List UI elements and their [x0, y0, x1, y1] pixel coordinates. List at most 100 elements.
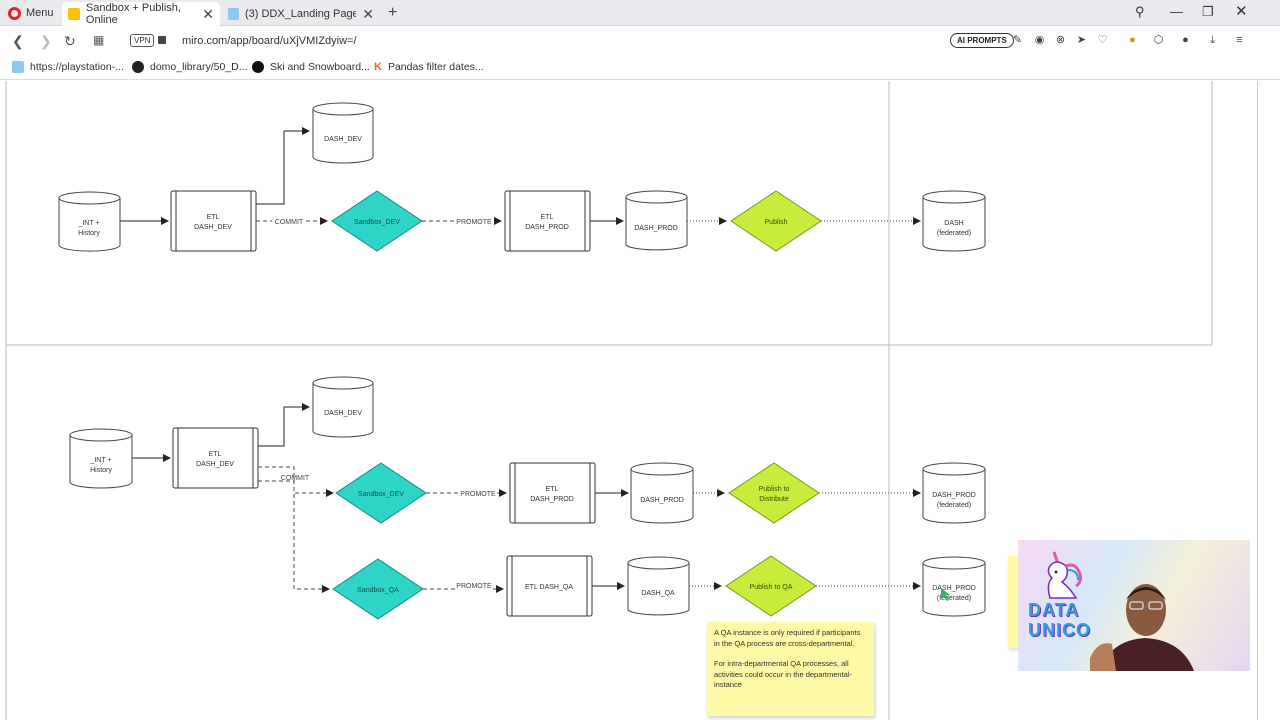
camera-icon[interactable]: ◉ — [1034, 34, 1045, 46]
sandbox-qa-diamond[interactable]: Sandbox_QA — [332, 558, 424, 620]
dash-dev-cylinder-bottom[interactable]: DASH_DEV — [312, 376, 374, 438]
k-icon: K — [374, 61, 382, 73]
etl-label: DASH_DEV — [196, 461, 234, 468]
publish-qa-label: Publish to QA — [750, 584, 793, 591]
dash-fed-label: (federated) — [937, 230, 971, 237]
tabs-grid-icon[interactable]: ▦ — [93, 33, 105, 47]
tab-sandbox-publish[interactable]: Sandbox + Publish, Online ✕ — [62, 2, 220, 26]
promote-label: PROMOTE — [456, 219, 492, 226]
dash-prod-federated-cylinder-qa[interactable]: DASH_PROD (federated) — [922, 556, 986, 617]
publish-to-distribute-diamond[interactable]: Publish to Distribute — [728, 462, 820, 524]
dash-qa-cylinder[interactable]: DASH_QA — [627, 556, 690, 616]
cursor-icon — [941, 588, 950, 601]
reload-icon[interactable]: ↻ — [64, 33, 76, 49]
url-field[interactable]: miro.com/app/board/uXjVMIZdyiw=/ — [182, 35, 357, 47]
restore-icon[interactable]: ❐ — [1202, 4, 1214, 19]
sandbox-dev-diamond-top[interactable]: Sandbox_DEV — [331, 190, 423, 252]
edit-icon[interactable]: ✎ — [1012, 34, 1023, 46]
etl-label: ETL — [207, 214, 220, 221]
dash-federated-cylinder-top[interactable]: DASH (federated) — [922, 190, 986, 252]
etl-label: DASH_PROD — [525, 224, 569, 231]
int-history-label: History — [78, 230, 100, 237]
commit-label: COMMIT — [275, 219, 304, 226]
dash-prod-label: DASH_PROD — [640, 497, 684, 504]
bookmark-pandas[interactable]: K Pandas filter dates... — [374, 61, 484, 73]
bookmark-ski[interactable]: Ski and Snowboard... — [252, 61, 370, 73]
send-icon[interactable]: ➤ — [1076, 34, 1087, 46]
bookmark-label: domo_library/50_D... — [150, 61, 248, 73]
unicorn-logo-icon — [1047, 551, 1082, 599]
logo-text: DATA — [1028, 600, 1080, 620]
etl-dash-prod-box-bottom[interactable]: ETL DASH_PROD — [509, 462, 596, 524]
miro-favicon-icon — [68, 8, 80, 20]
close-window-icon[interactable]: ✕ — [1235, 3, 1248, 20]
publish-diamond-top[interactable]: Publish — [730, 190, 822, 252]
search-tabs-icon[interactable]: ⚲ — [1135, 4, 1145, 19]
bookmark-domo-library[interactable]: domo_library/50_D... — [132, 61, 247, 73]
forward-icon[interactable]: ❯ — [40, 33, 52, 49]
download-icon[interactable]: ⤓ — [1210, 34, 1215, 46]
dash-fed-label: (federated) — [937, 502, 971, 509]
int-history-label: _INT + — [77, 220, 99, 227]
etl-dash-dev-box-bottom[interactable]: ETL DASH_DEV — [172, 427, 259, 489]
etl-label: DASH_PROD — [530, 496, 574, 503]
dash-fed-label: (federated) — [937, 595, 971, 602]
etl-dash-prod-box-top[interactable]: ETL DASH_PROD — [504, 190, 591, 252]
menu-label: Menu — [26, 7, 54, 19]
dash-prod-federated-cylinder[interactable]: DASH_PROD (federated) — [922, 462, 986, 524]
sandbox-dev-label: Sandbox_DEV — [358, 491, 404, 498]
domo-favicon-icon — [228, 8, 239, 20]
promote-label: PROMOTE — [460, 491, 496, 498]
int-history-cylinder-bottom[interactable]: _INT + History — [69, 428, 133, 489]
opera-menu-button[interactable]: Menu — [4, 3, 58, 23]
dash-fed-label: DASH — [944, 220, 963, 227]
diagram-svg: _INT + History ETL DASH_DEV DASH_DEV CO — [5, 81, 1213, 720]
etl-dash-qa-box[interactable]: ETL DASH_QA — [506, 555, 593, 617]
new-tab-plus-icon[interactable]: + — [388, 4, 398, 21]
heart-icon[interactable]: ♡ — [1097, 34, 1108, 46]
ai-prompts-button[interactable]: AI PROMPTS — [950, 33, 1014, 48]
publish-label: Distribute — [759, 496, 789, 503]
commit-label: COMMIT — [281, 475, 310, 482]
extension-icon[interactable]: ● — [1129, 34, 1136, 46]
etl-qa-label: ETL DASH_QA — [525, 584, 573, 591]
cube-icon[interactable]: ⬡ — [1153, 34, 1164, 46]
dash-prod-cylinder-bottom[interactable]: DASH_PROD — [630, 462, 694, 524]
tab-ddx-landing[interactable]: (3) DDX_Landing Page_DEV ✕ — [222, 2, 380, 26]
close-tab-icon[interactable]: ✕ — [362, 5, 374, 22]
promote-label: PROMOTE — [456, 583, 492, 590]
miro-board-canvas[interactable]: _INT + History ETL DASH_DEV DASH_DEV CO — [0, 81, 1257, 720]
dash-dev-cylinder-top[interactable]: DASH_DEV — [312, 102, 374, 164]
bookmark-label: Ski and Snowboard... — [270, 61, 370, 73]
etl-label: ETL — [541, 214, 554, 221]
ski-icon — [252, 61, 264, 73]
lock-icon — [158, 36, 166, 44]
minimize-icon[interactable]: — — [1170, 4, 1183, 19]
int-history-cylinder-top[interactable]: _INT + History — [58, 191, 121, 252]
tab-bar: Menu Sandbox + Publish, Online ✕ (3) DDX… — [0, 0, 1280, 26]
dash-fed-label: DASH_PROD — [932, 492, 976, 499]
opera-logo-icon — [8, 6, 21, 20]
scrollbar[interactable] — [1257, 81, 1280, 720]
publish-to-qa-diamond[interactable]: Publish to QA — [725, 555, 817, 617]
bookmark-label: https://playstation-... — [30, 61, 124, 73]
sandbox-dev-label: Sandbox_DEV — [354, 219, 400, 226]
bookmark-playstation[interactable]: https://playstation-... — [12, 61, 124, 73]
sandbox-dev-diamond-bottom[interactable]: Sandbox_DEV — [335, 462, 427, 524]
dash-prod-cylinder-top[interactable]: DASH_PROD — [625, 190, 688, 251]
etl-dash-dev-box-top[interactable]: ETL DASH_DEV — [170, 190, 257, 252]
profile-icon[interactable]: ● — [1182, 34, 1189, 46]
back-icon[interactable]: ❮ — [12, 33, 24, 49]
bookmark-label: Pandas filter dates... — [387, 61, 484, 73]
block-icon[interactable]: ⊗ — [1055, 34, 1066, 46]
vpn-badge[interactable]: VPN — [130, 34, 155, 47]
presenter-video — [1090, 584, 1194, 671]
publish-label: Publish — [765, 219, 788, 226]
address-bar-row: ❮ ❯ ↻ ▦ VPN miro.com/app/board/uXjVMIZdy… — [0, 27, 1280, 56]
sticky-note[interactable]: A QA instance is only required if partic… — [707, 622, 874, 716]
domo-icon — [12, 61, 24, 73]
settings-sliders-icon[interactable]: ≡ — [1236, 34, 1243, 46]
dash-qa-label: DASH_QA — [641, 590, 675, 597]
publish-label: Publish to — [759, 486, 790, 493]
close-tab-icon[interactable]: ✕ — [202, 5, 214, 22]
